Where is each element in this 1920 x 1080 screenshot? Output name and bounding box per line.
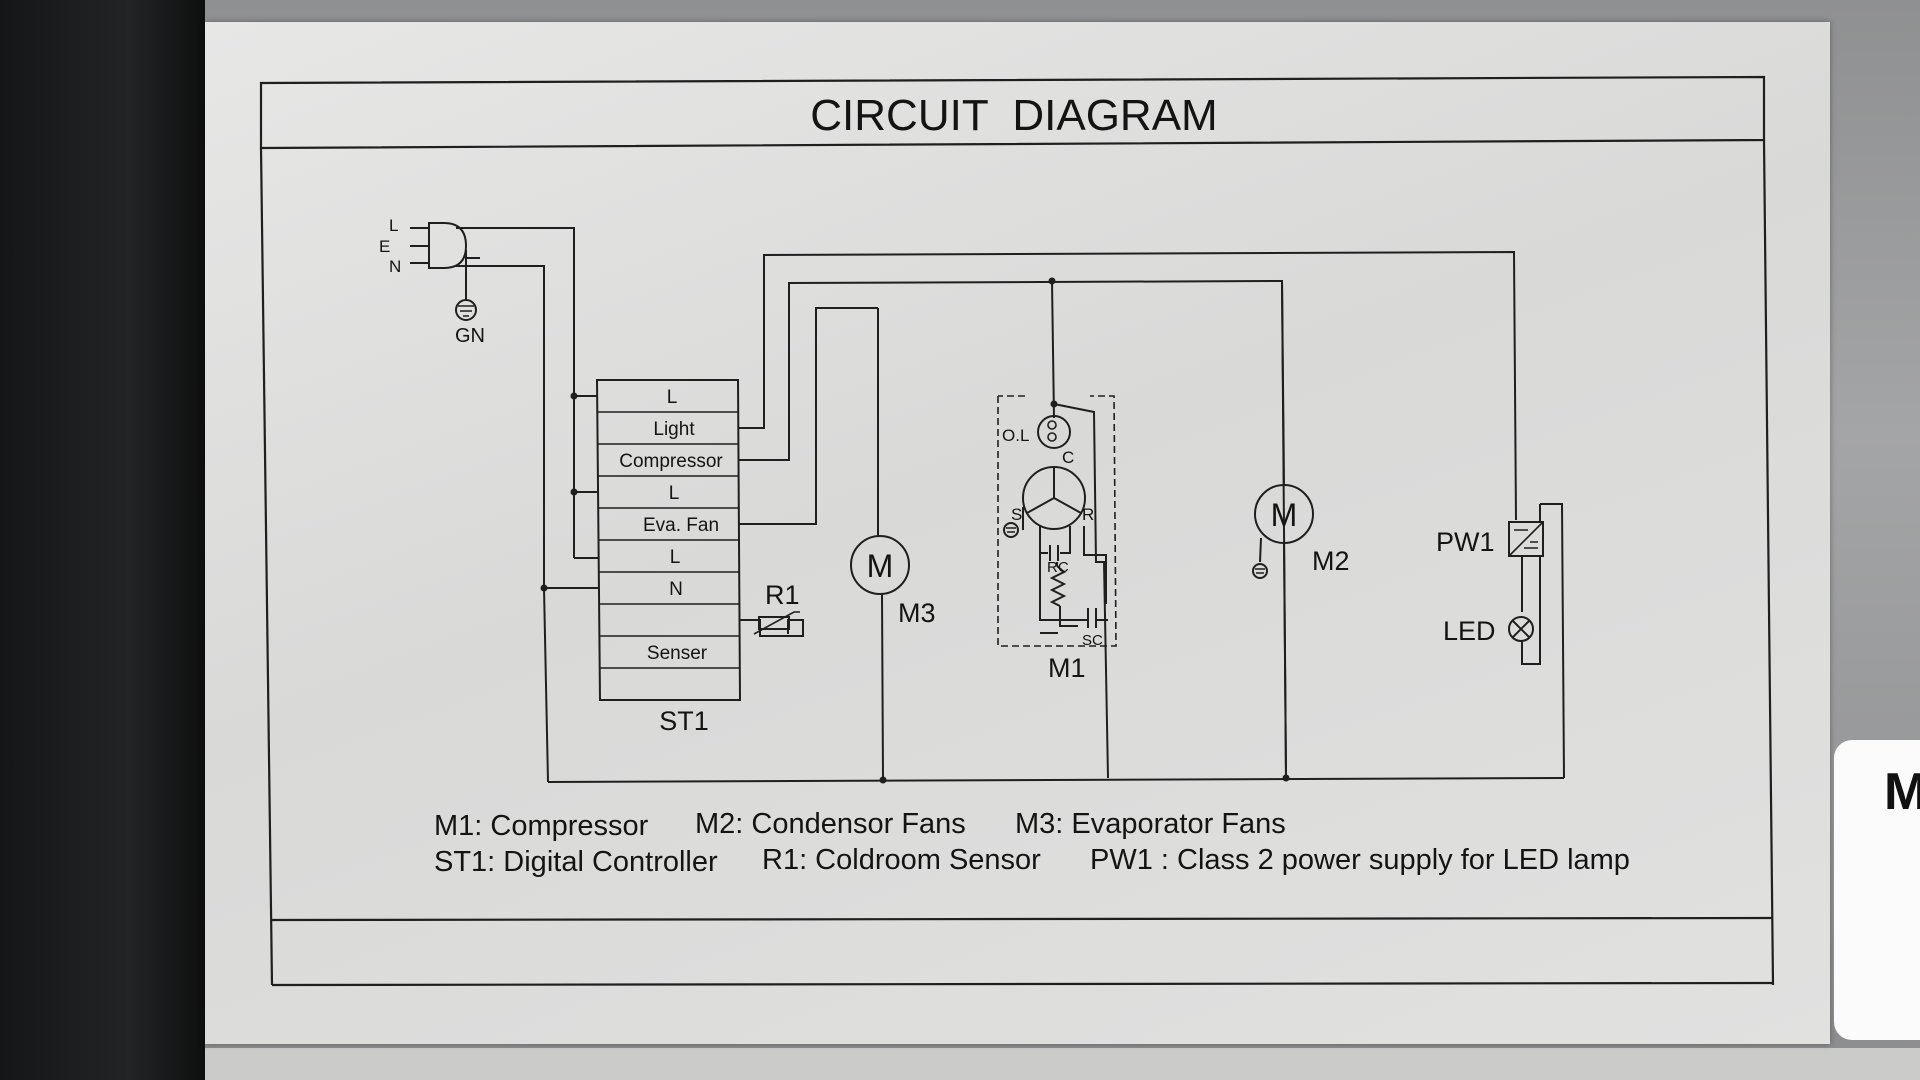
ground-label: GN: [455, 325, 485, 347]
m1-sc-label: SC: [1082, 632, 1103, 649]
legend-m1: M1: Compressor: [434, 810, 649, 842]
metal-background-bottom: [205, 1048, 1920, 1080]
legend: M1: Compressor M2: Condensor Fans M3: Ev…: [434, 808, 1630, 878]
side-tag: [1834, 740, 1920, 1040]
m1-label: M1: [1048, 653, 1086, 683]
controller-terminals: L Light Compressor L Eva. Fan L N Senser: [619, 387, 723, 664]
controller-wiring: [540, 266, 1565, 783]
terminal-l-3: L: [670, 547, 681, 568]
terminal-l-2: L: [669, 483, 680, 504]
pw1-label: PW1: [1436, 527, 1495, 557]
pw1-power-supply: [1508, 504, 1544, 665]
side-tag-text: MC: [1884, 763, 1920, 821]
terminal-l-1: L: [667, 387, 678, 408]
legend-m2: M2: Condensor Fans: [695, 808, 966, 840]
power-plug: [410, 222, 575, 558]
terminal-eva-fan: Eva. Fan: [643, 515, 719, 536]
m2-condensor-fan: [1252, 280, 1314, 782]
plug-ground-icon: [455, 295, 477, 321]
plug-pin-e: E: [379, 237, 390, 256]
m1-rc-label: RC: [1047, 559, 1069, 576]
m1-ol-label: O.L: [1002, 426, 1029, 445]
legend-m3: M3: Evaporator Fans: [1015, 808, 1286, 840]
plug-pin-l: L: [389, 216, 398, 235]
legend-st1: ST1: Digital Controller: [434, 846, 718, 878]
m3-symbol: M: [867, 548, 894, 584]
terminal-compressor: Compressor: [619, 451, 723, 472]
m1-r-label: R: [1082, 505, 1094, 524]
controller-label: ST1: [659, 706, 709, 736]
m2-label: M2: [1312, 546, 1350, 576]
r1-label: R1: [765, 580, 800, 610]
m2-symbol: M: [1271, 497, 1298, 533]
m1-c-label: C: [1062, 448, 1074, 467]
led-label: LED: [1443, 616, 1496, 646]
legend-pw1: PW1 : Class 2 power supply for LED lamp: [1090, 844, 1630, 876]
controller-block: [595, 379, 742, 701]
diagram-title: CIRCUIT DIAGRAM: [810, 91, 1217, 140]
terminal-n: N: [669, 579, 683, 600]
legend-r1: R1: Coldroom Sensor: [762, 844, 1041, 876]
m3-evaporator-fan: [850, 308, 910, 784]
terminal-senser: Senser: [647, 643, 708, 664]
terminal-light: Light: [653, 419, 695, 440]
led-lamp-icon: [1508, 616, 1534, 642]
m3-label: M3: [898, 598, 936, 628]
plug-pin-n: N: [389, 257, 401, 276]
dark-background-left: [0, 0, 215, 1080]
r1-sensor: [739, 611, 804, 637]
control-lines: [738, 250, 1517, 779]
label-frame: [259, 75, 1775, 987]
m1-compressor: [997, 277, 1117, 779]
m1-s-label: S: [1011, 505, 1022, 524]
